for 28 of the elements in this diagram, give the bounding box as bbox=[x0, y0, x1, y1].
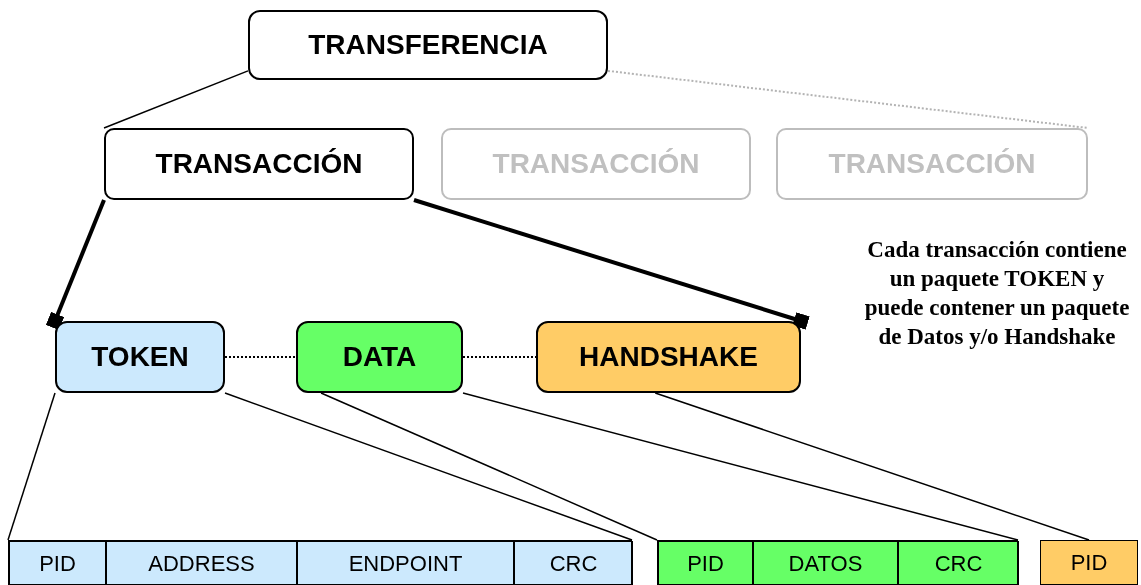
connector-line bbox=[45, 199, 106, 331]
connector-line bbox=[7, 392, 56, 541]
transaction-box: TRANSACCIÓN bbox=[104, 128, 414, 200]
packet-field-bar bbox=[8, 540, 632, 585]
dotted-connector bbox=[607, 69, 1089, 129]
field-cell: ENDPOINT bbox=[297, 541, 514, 585]
transaction-box: TRANSACCIÓN bbox=[776, 128, 1088, 200]
packet-box: HANDSHAKE bbox=[536, 321, 801, 393]
packet-box: DATA bbox=[296, 321, 463, 393]
connector-line bbox=[320, 392, 658, 541]
note-text: Cada transacción contiene un paquete TOKEN y puede contener un paquete de Datos y/o Handshake bbox=[863, 236, 1131, 351]
field-cell: DATOS bbox=[753, 541, 898, 585]
transfer-box: TRANSFERENCIA bbox=[248, 10, 608, 80]
connector-line bbox=[413, 198, 810, 330]
connector-line bbox=[462, 392, 1019, 541]
connector-line bbox=[224, 392, 633, 541]
packet-field-bar bbox=[657, 540, 1018, 585]
connector-line bbox=[654, 392, 1090, 541]
field-cell: PID bbox=[9, 541, 106, 585]
field-cell: PID bbox=[1040, 540, 1138, 585]
field-cell: CRC bbox=[514, 541, 633, 585]
transaction-box: TRANSACCIÓN bbox=[441, 128, 751, 200]
dotted-connector bbox=[224, 356, 297, 358]
packet-box: TOKEN bbox=[55, 321, 225, 393]
field-cell: ADDRESS bbox=[106, 541, 297, 585]
field-cell: PID bbox=[658, 541, 753, 585]
field-cell: CRC bbox=[898, 541, 1019, 585]
connector-line bbox=[103, 70, 249, 129]
